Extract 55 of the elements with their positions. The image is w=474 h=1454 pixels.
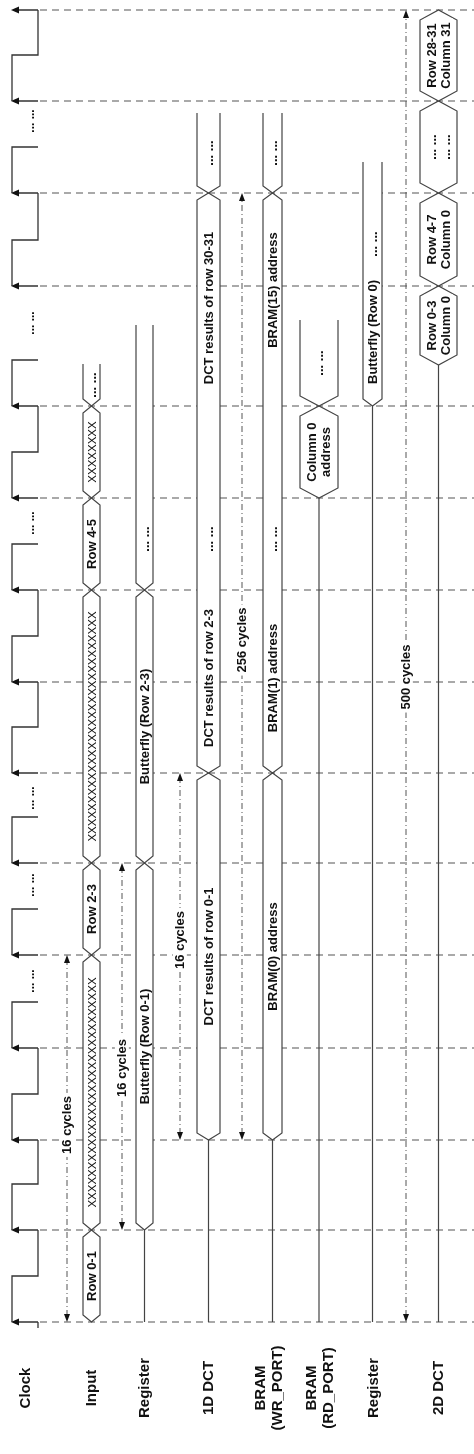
bus-segment [263, 773, 282, 1140]
ellipsis-mark: ... ... [24, 969, 36, 993]
bus-segment [300, 320, 338, 406]
bus-value: Butterfly (Row 0-1) [137, 987, 152, 1106]
bus-value: Row 2-3 [84, 883, 99, 935]
bus-value: Butterfly (Row 2-3) [137, 667, 152, 786]
ellipsis-mark: ... ... [24, 109, 36, 133]
dimension-label: 256 cycles [234, 604, 250, 676]
bus-value: Row 0-1 [84, 1250, 99, 1302]
bus-segment [83, 1230, 100, 1322]
bus-segment [83, 863, 100, 955]
bus-segment [420, 101, 457, 193]
bus-segment [83, 498, 100, 590]
bus-segment [263, 113, 282, 193]
bus-segment [136, 325, 153, 590]
bus-value: DCT results of row 2-3 [201, 608, 216, 748]
dimension-label: 16 cycles [172, 908, 188, 972]
bus-segment [363, 162, 382, 406]
bus-segment [197, 113, 220, 193]
bus-segment [197, 773, 220, 1140]
dimension-label: 500 cycles [398, 641, 414, 713]
bus-segment [83, 364, 100, 406]
bus-value: DCT results of row 30-31 [201, 230, 216, 386]
ellipsis-mark: ... ... [24, 786, 36, 810]
signal-name: Input [82, 1369, 100, 1407]
bus-segment [420, 286, 457, 365]
ellipsis-mark: ... ... [24, 873, 36, 897]
dont-care-value: XXXXXXXXXXXXXXXXXXXXXXXXXXXXXX [85, 976, 98, 1209]
ellipsis-mark: ... ... [24, 511, 36, 535]
ellipsis-mark: ... ... [24, 311, 36, 335]
dimension-label: 16 cycles [59, 1093, 75, 1157]
bus-value: BRAM(15) address [265, 231, 280, 349]
signal-name: Register [364, 1358, 382, 1418]
signal-name: Register [135, 1358, 153, 1418]
bus-segment [83, 406, 100, 498]
bus-segment [420, 193, 457, 286]
bus-segment [420, 10, 457, 101]
bus-value: DCT results of row 0-1 [201, 886, 216, 1027]
bus-value: Butterfly (Row 0) [365, 279, 380, 385]
dont-care-value: XXXXXXXX [85, 420, 98, 484]
signal-name: 2D DCT [429, 1360, 447, 1416]
signal-name: BRAM (RD_PORT) [302, 1346, 336, 1431]
bus-value: BRAM(0) address [265, 901, 280, 1012]
bus-segment [136, 863, 153, 1230]
bus-segment [300, 406, 338, 498]
bus-value: BRAM(1) address [265, 622, 280, 734]
dont-care-value: XXXXXXXXXXXXXXXXXXXXXXXXXXXXXX [85, 610, 98, 843]
bus-value: Row 4-5 [84, 518, 99, 570]
bus-value: Row 0-3 Column 0 [424, 294, 453, 357]
bus-value: Row 4-7 Column 0 [424, 207, 453, 272]
signal-name: 1D DCT [199, 1360, 217, 1416]
signal-name: Clock [16, 1367, 34, 1409]
bus-segment [136, 590, 153, 863]
dimension-label: 16 cycles [114, 1036, 130, 1100]
signal-name: BRAM (WR_PORT) [251, 1344, 285, 1433]
